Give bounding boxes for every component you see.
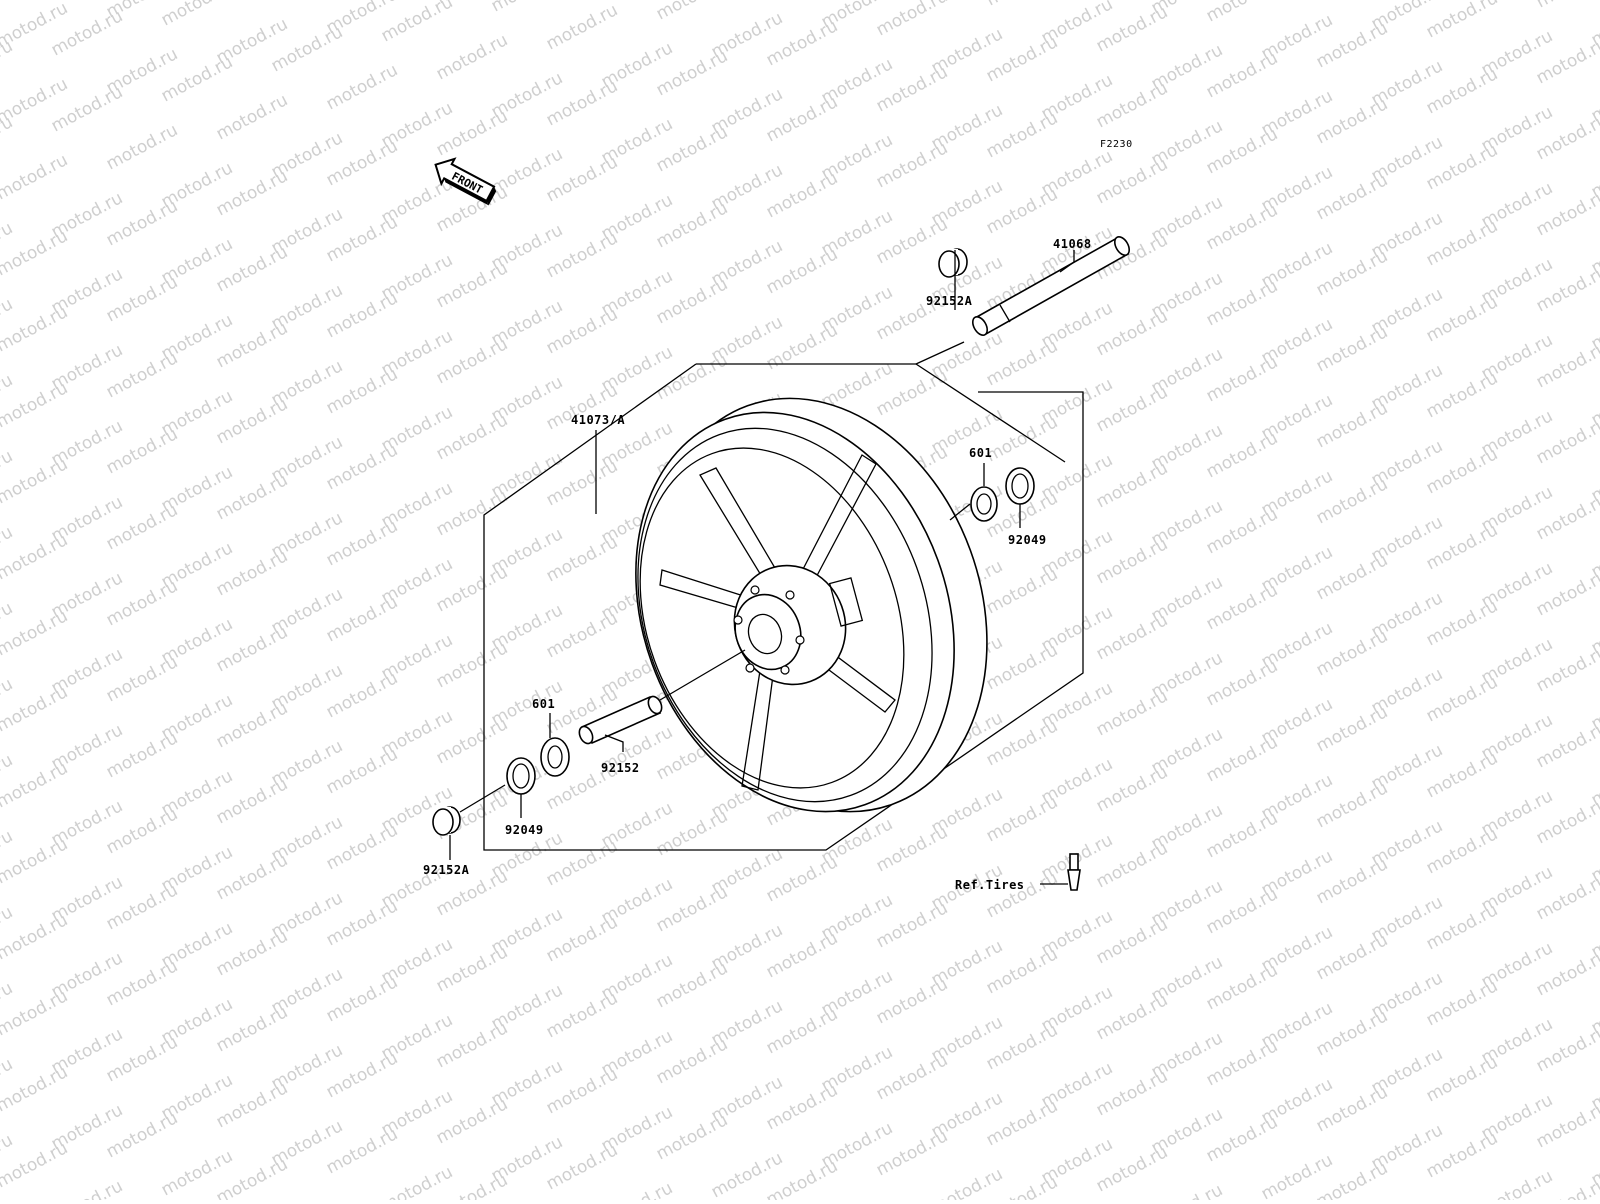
seal-right <box>1006 468 1034 504</box>
watermark-text: motod.ru <box>103 120 181 174</box>
watermark-text: motod.ru <box>1478 1166 1556 1200</box>
watermark-text: motod.ru <box>653 0 731 24</box>
watermark-text: motod.ru <box>0 0 16 14</box>
watermark-text: motod.ru <box>1423 0 1501 42</box>
watermark-text: motod.ru <box>323 60 401 114</box>
tire-valve-icon <box>1068 854 1080 890</box>
figure-code: F2230 <box>1100 139 1133 150</box>
watermark-text: motod.ru <box>1148 1180 1226 1200</box>
watermark-text: motod.ru <box>1203 0 1281 26</box>
label-92152A-right: 92152A <box>926 294 973 308</box>
collar-right <box>939 249 967 277</box>
watermark-text: motod.ru <box>158 0 236 30</box>
label-41073A: 41073/A <box>571 413 625 427</box>
watermark-text: motod.ru <box>0 150 71 204</box>
watermark-text: motod.ru <box>213 90 291 144</box>
collar-left <box>433 807 460 835</box>
label-601-left: 601 <box>532 697 555 711</box>
axle <box>970 234 1132 337</box>
watermark-text: motod.ru <box>1533 0 1600 12</box>
watermark-text: motod.ru <box>598 1178 676 1200</box>
label-601-right: 601 <box>969 446 992 460</box>
ref-tires-note: Ref.Tires <box>955 878 1025 892</box>
label-41068: 41068 <box>1053 237 1092 251</box>
watermark-text: motod.ru <box>378 1162 456 1200</box>
watermark-text: motod.ru <box>543 0 621 54</box>
watermark-text: motod.ru <box>433 30 511 84</box>
label-92049-left: 92049 <box>505 823 544 837</box>
watermark-text: motod.ru <box>928 1164 1006 1200</box>
bearing-left <box>541 738 569 776</box>
label-92152: 92152 <box>601 761 640 775</box>
watermark-text: motod.ru <box>983 0 1061 10</box>
label-92152A-left: 92152A <box>423 863 470 877</box>
watermark-text: motod.ru <box>873 0 951 40</box>
watermark-text: motod.ru <box>488 0 566 16</box>
watermark-text: motod.ru <box>48 1176 126 1200</box>
label-92049-right: 92049 <box>1008 533 1047 547</box>
